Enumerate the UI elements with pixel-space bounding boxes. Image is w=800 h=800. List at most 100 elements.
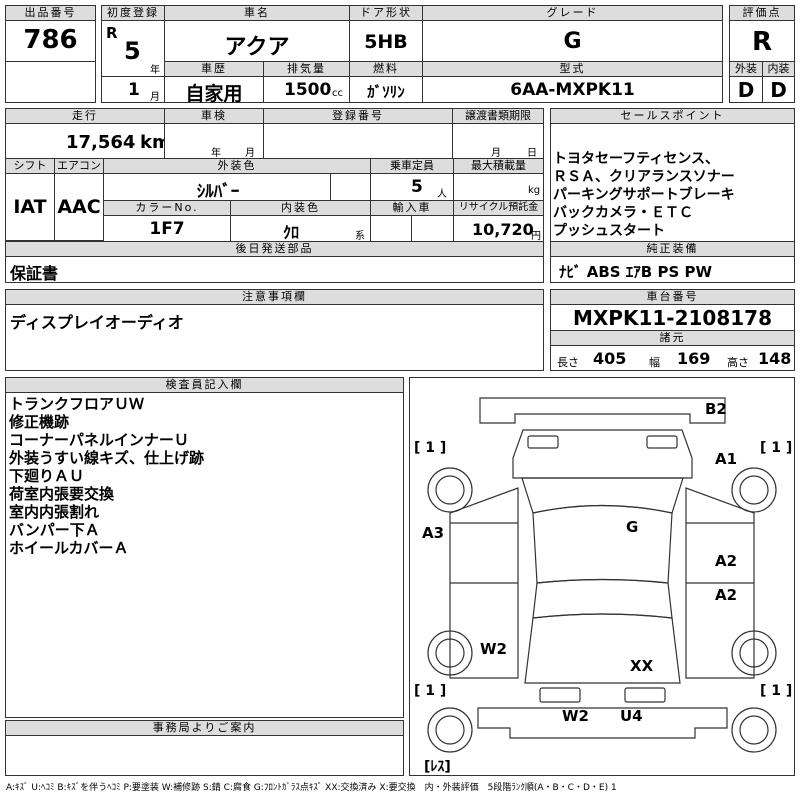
reg-year: 5: [124, 37, 141, 65]
inspector-note-1: トランクフロアＵＷ: [9, 395, 145, 413]
inspector-note-5: 下廻りＡＵ: [9, 467, 85, 485]
sales-point-box: トヨタセーフティセンス、 ＲＳＡ、クリアランスソナー パーキングサポートブレーキ…: [550, 123, 795, 242]
fuel-label: 燃料: [349, 61, 423, 77]
ac: AAC: [57, 196, 101, 218]
door-cell: 5HB: [349, 20, 423, 62]
transfer-label: 譲渡書類期限: [452, 108, 544, 124]
mark-xx: XX: [630, 657, 654, 675]
height: 148: [758, 349, 792, 368]
color-no: 1F7: [149, 219, 185, 239]
transfer-day-unit: 日: [527, 148, 537, 159]
mileage: 17,564: [66, 132, 136, 153]
headlight-right: [646, 435, 678, 449]
load-label: 最大積載量: [453, 158, 544, 174]
score-label: 評価点: [729, 5, 795, 21]
history-label: 車歴: [164, 61, 264, 77]
inspector-note-3: コーナーパネルインナーＵ: [9, 431, 189, 449]
length: 405: [593, 349, 627, 368]
exterior-cell: D: [729, 76, 763, 103]
chassis-cell: MXPK11-2108178: [550, 304, 795, 331]
wheel-front-right-inner: [739, 475, 769, 505]
mark-a1: A1: [715, 450, 738, 468]
year-unit: 年: [150, 65, 160, 76]
damage-diagram: B2 A1 A3 G A2 A2 W2 XX W2 U4 [ 1 ] [ 1 ]…: [409, 377, 795, 776]
lot-no: 786: [23, 25, 78, 55]
model: 6AA-MXPK11: [510, 80, 635, 100]
import-cell: [370, 215, 454, 242]
first-reg-label: 初度登録: [101, 5, 165, 21]
color-no-cell: 1F7: [103, 215, 231, 242]
roof-outline: [532, 504, 673, 584]
legend: A:ｷｽﾞ U:ﾍｺﾐ B:ｷｽﾞを伴うﾍｺﾐ P:要塗装 W:補修跡 S:錆 …: [6, 783, 617, 793]
sales-point-5: プッシュスタート: [553, 223, 665, 239]
door-type: 5HB: [364, 31, 408, 53]
chassis-label: 車台番号: [550, 289, 795, 305]
model-label: 型式: [422, 61, 723, 77]
reg-no-label: 登録番号: [263, 108, 453, 124]
spare-tire: [ﾚｽ]: [424, 759, 451, 775]
inspection-label: 車検: [164, 108, 264, 124]
interior-color-label: 内装色: [230, 200, 371, 216]
displacement-label: 排気量: [263, 61, 350, 77]
wheel-front-left-inner: [435, 475, 465, 505]
genuine-label: 純正装備: [550, 241, 795, 257]
inspector-label: 検査員記入欄: [5, 377, 404, 393]
shift-label: シフト: [5, 158, 55, 174]
trunk-outline: [524, 613, 681, 684]
mark-w2-bottom: W2: [562, 707, 589, 725]
specs-cell: 長さ 405 幅 169 高さ 148: [550, 345, 795, 371]
tire-rear-left: [ 1 ]: [414, 683, 447, 699]
genuine-cell: ﾅﾋﾞ ABS ｴｱB PS PW: [550, 256, 795, 283]
score: R: [751, 27, 773, 57]
reg-month: 1: [128, 80, 140, 100]
mark-u4: U4: [620, 707, 643, 725]
grade: G: [563, 29, 582, 54]
tire-front-right: [ 1 ]: [760, 440, 793, 456]
interior-label: 内装: [762, 61, 795, 77]
inspector-note-2: 修正機跡: [9, 413, 70, 431]
inspector-note-4: 外装うすい線キズ、仕上げ跡: [9, 449, 205, 467]
inspection-month-unit: 月: [245, 148, 255, 159]
specs-label: 諸元: [550, 330, 795, 346]
grade-label: グレード: [422, 5, 723, 21]
tire-rear-right: [ 1 ]: [760, 683, 793, 699]
score-cell: R: [729, 20, 795, 62]
transfer-month-unit: 月: [491, 148, 501, 159]
windshield-outline: [521, 477, 684, 514]
car-name-cell: アクア: [164, 20, 350, 62]
spare-wheel-right-inner: [739, 715, 769, 745]
headlight-left: [527, 435, 559, 449]
displacement-cell: 1500 cc: [263, 76, 350, 103]
displacement: 1500: [284, 80, 332, 100]
interior-color: ｸﾛ: [282, 223, 299, 242]
shift-cell: IAT: [5, 173, 55, 241]
spare-wheel-left-inner: [435, 715, 465, 745]
color-no-label: カラーNo.: [103, 200, 231, 216]
grade-cell: G: [422, 20, 723, 62]
genuine-equipment: ﾅﾋﾞ ABS ｴｱB PS PW: [559, 263, 713, 281]
office-label: 事務局よりご案内: [5, 720, 404, 736]
length-label: 長さ: [557, 356, 579, 369]
exterior-label: 外装: [729, 61, 763, 77]
lot-no-cell: 786: [5, 20, 96, 62]
rear-glass-outline: [532, 578, 673, 619]
rear-bumper-outline: [477, 707, 728, 739]
exterior-score: D: [737, 78, 755, 102]
wheel-rear-left-inner: [435, 638, 465, 668]
history-cell: 自家用: [164, 76, 264, 105]
color: ｼﾙﾊﾞｰ: [196, 182, 240, 202]
capacity: 5: [411, 177, 423, 197]
recycle-cell: 10,720 円: [453, 215, 544, 242]
later-parts-label: 後日発送部品: [5, 241, 544, 257]
fuel-cell: ｶﾞｿﾘﾝ: [349, 76, 423, 103]
color-divider: [330, 173, 331, 201]
inspector-note-9: ホイールカバーＡ: [9, 539, 129, 557]
taillight-left: [539, 687, 581, 703]
width: 169: [677, 349, 711, 368]
inspector-note-7: 室内内張割れ: [9, 503, 100, 521]
mark-a2-lower: A2: [715, 586, 738, 604]
office-box: [5, 735, 404, 776]
interior-cell: D: [762, 76, 795, 103]
interior-color-cell: ｸﾛ 系: [230, 215, 371, 242]
recycle-unit: 円: [531, 231, 541, 242]
